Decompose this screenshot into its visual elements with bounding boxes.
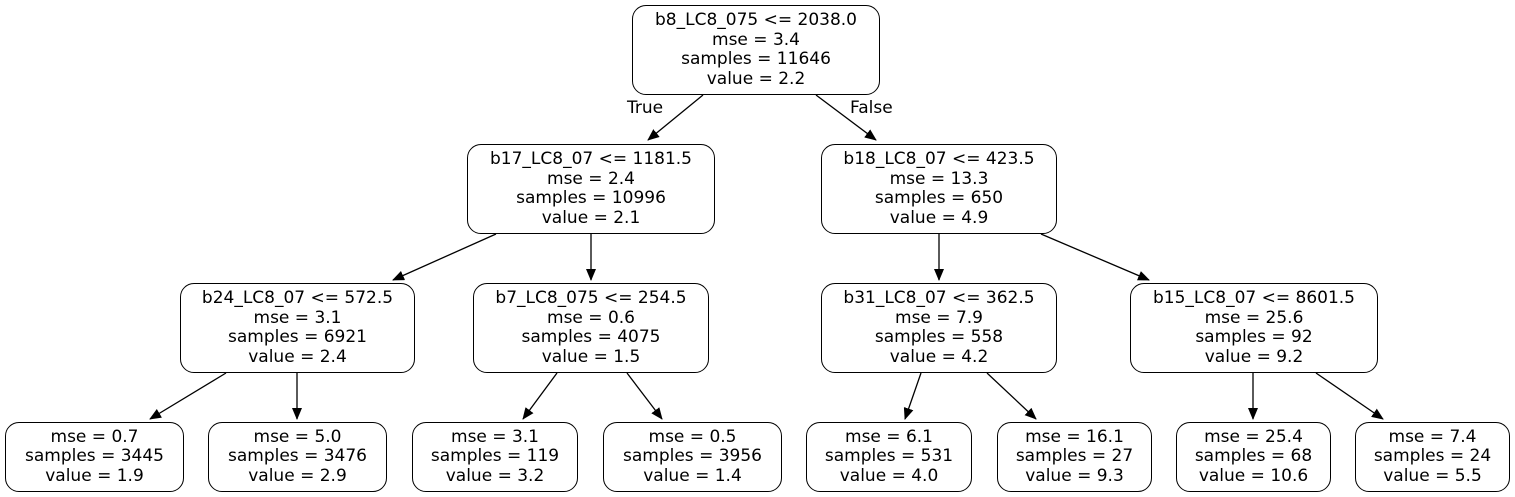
edge-n0-n1: [647, 94, 704, 141]
node-text-line: mse = 0.7: [50, 426, 139, 447]
edge-n5-n11: [903, 372, 922, 420]
node-text-line: b7_LC8_075 <= 254.5: [495, 288, 687, 308]
node-text-line: value = 3.2: [445, 465, 545, 486]
node-text-line: samples = 531: [824, 446, 954, 467]
node-text-line: value = 2.4: [248, 346, 347, 367]
node-text-line: mse = 0.5: [648, 426, 737, 447]
node-text-line: samples = 558: [874, 327, 1004, 347]
node-text-line: b24_LC8_07 <= 572.5: [201, 288, 394, 308]
node-text-line: mse = 0.6: [547, 307, 635, 328]
edge-n2-n6: [1040, 233, 1150, 281]
node-text-line: b17_LC8_07 <= 1181.5: [490, 149, 692, 169]
node-text-line: b8_LC8_075 <= 2038.0: [655, 10, 857, 30]
edge-n0-n2: [815, 94, 877, 141]
node-text-line: mse = 2.4: [547, 168, 635, 189]
node-text-line: value = 2.1: [541, 207, 641, 228]
node-text-line: mse = 25.4: [1204, 426, 1303, 447]
node-text-line: mse = 25.6: [1204, 307, 1304, 328]
node-text-line: mse = 7.9: [895, 307, 983, 328]
node-text-line: samples = 650: [874, 188, 1004, 208]
node-text-line: mse = 5.0: [253, 426, 342, 447]
node-text-line: value = 1.5: [541, 346, 641, 367]
node-text-line: b18_LC8_07 <= 423.5: [843, 149, 1035, 169]
node-text-line: mse = 7.4: [1388, 426, 1477, 447]
node-text-line: value = 5.5: [1383, 465, 1482, 486]
node-text-line: mse = 6.1: [845, 426, 933, 447]
node-text-line: samples = 11646: [681, 49, 831, 69]
node-text-line: b15_LC8_07 <= 8601.5: [1153, 288, 1355, 308]
node-text-line: samples = 10996: [516, 188, 666, 208]
node-text-line: value = 9.2: [1204, 346, 1304, 367]
node-text-line: value = 1.9: [45, 465, 144, 486]
node-text-line: mse = 13.3: [889, 168, 989, 189]
node-text-line: value = 9.3: [1025, 465, 1124, 486]
edge-n5-n12: [986, 372, 1037, 420]
node-text-line: b31_LC8_07 <= 362.5: [843, 288, 1035, 308]
node-text-line: value = 10.6: [1198, 465, 1309, 486]
node-text-line: value = 4.2: [889, 346, 989, 367]
edge-label-false: False: [850, 98, 893, 118]
node-text-line: samples = 24: [1373, 446, 1492, 467]
node-text-line: samples = 3476: [228, 446, 367, 467]
node-text-line: mse = 3.4: [712, 29, 800, 50]
node-text-line: value = 2.9: [248, 465, 347, 486]
node-text-line: samples = 92: [1195, 327, 1313, 347]
edge-n6-n14: [1315, 372, 1384, 420]
edge-label-true: True: [627, 98, 664, 118]
node-text-line: mse = 16.1: [1025, 426, 1124, 447]
node-text-line: samples = 3956: [623, 446, 762, 467]
edge-n3-n7: [149, 372, 227, 420]
node-text-line: value = 1.4: [643, 465, 742, 486]
node-text-line: samples = 68: [1194, 446, 1313, 467]
node-text-line: samples = 3445: [25, 446, 164, 467]
node-text-line: samples = 119: [430, 446, 560, 467]
node-text-line: mse = 3.1: [451, 426, 539, 447]
node-text-line: samples = 6921: [228, 327, 367, 347]
edge-n4-n10: [626, 372, 663, 420]
node-text-line: value = 2.2: [706, 68, 806, 89]
node-text-line: value = 4.9: [889, 207, 989, 228]
node-text-line: samples = 27: [1015, 446, 1134, 467]
node-text-line: value = 4.0: [839, 465, 939, 486]
edge-n1-n3: [392, 233, 497, 281]
node-text-line: mse = 3.1: [253, 307, 342, 328]
edge-n4-n9: [522, 372, 558, 420]
node-text-line: samples = 4075: [521, 327, 661, 347]
